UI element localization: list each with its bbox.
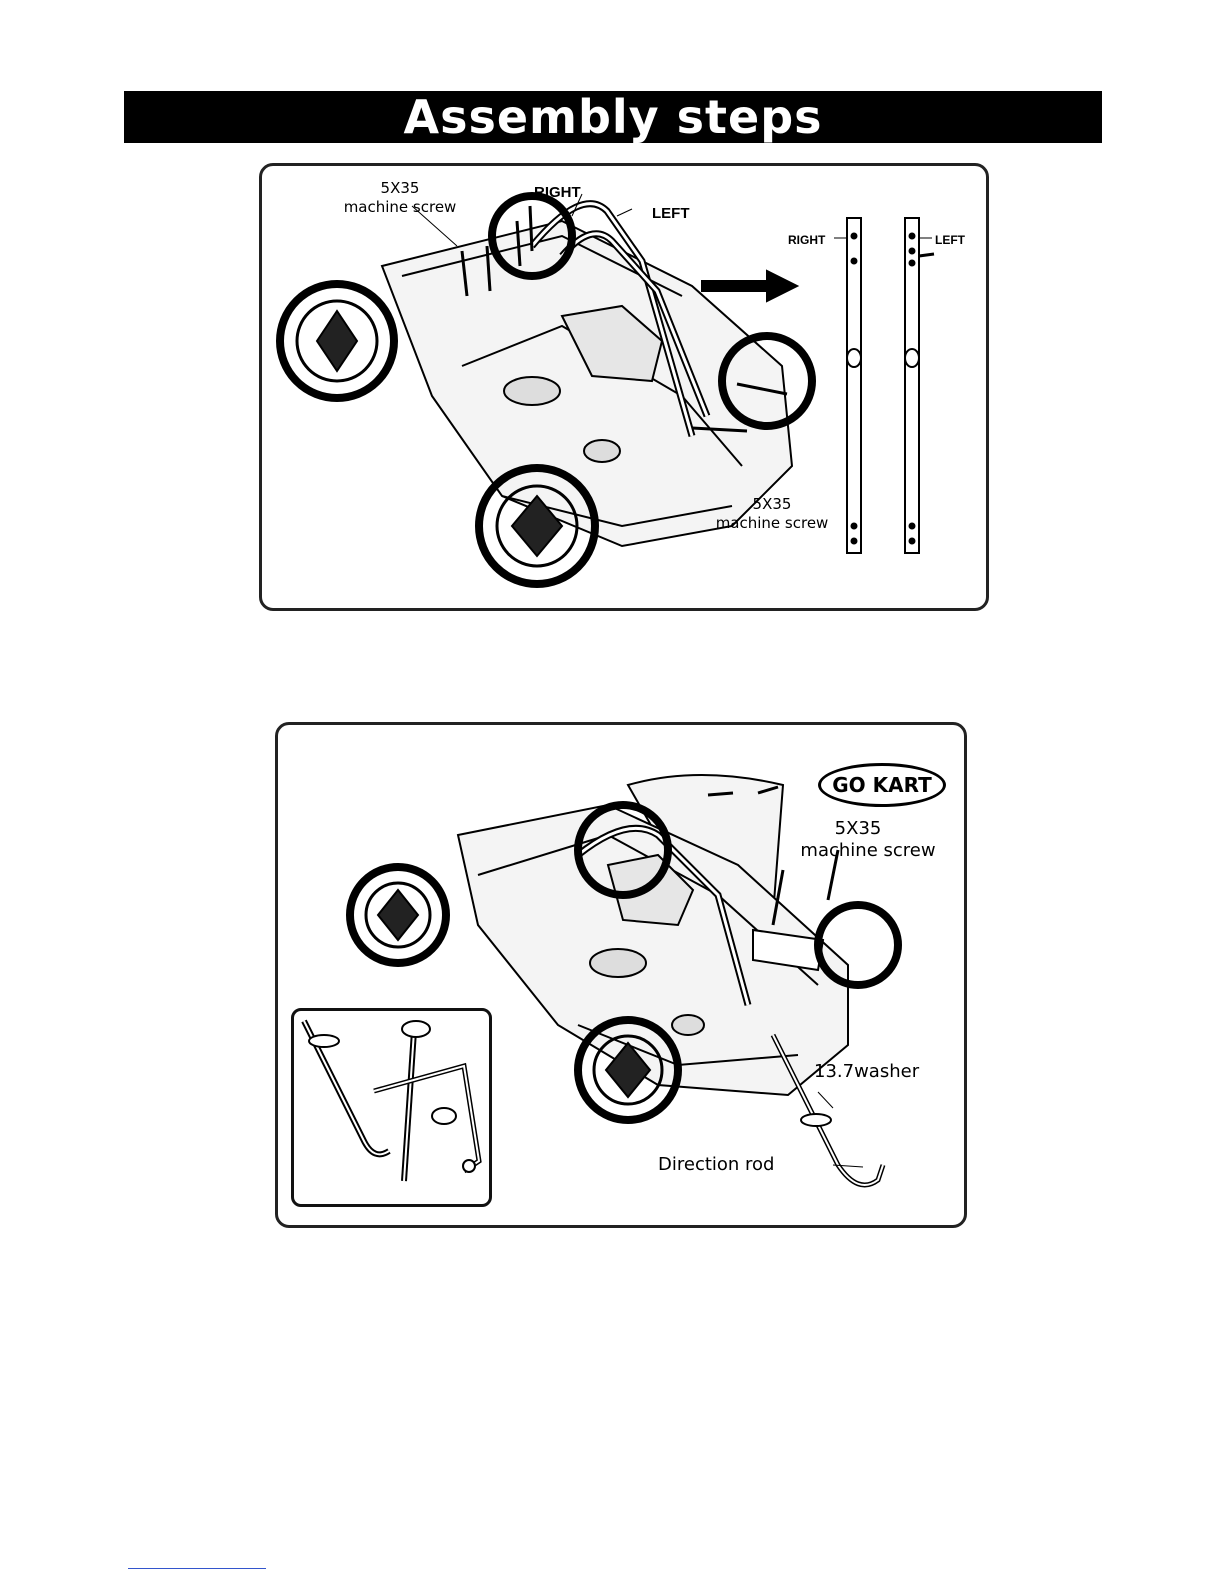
kart-frame-illustration <box>262 166 986 608</box>
frame-left-label: LEFT <box>652 205 690 222</box>
washer-label: 13.7washer <box>814 1062 919 1082</box>
tube-left-label: LEFT <box>935 232 965 249</box>
frame-right-label: RIGHT <box>534 184 581 201</box>
step-1-panel: 5X35 machine screw RIGHT LEFT RIGHT LEFT… <box>259 163 989 611</box>
step-2-panel: GO KART 5X35 machine screw 13.7washer Di… <box>275 722 967 1228</box>
screw-bottom-name: machine screw <box>707 515 837 532</box>
screw-size: 5X35 <box>783 819 933 839</box>
direction-rod-label: Direction rod <box>658 1155 774 1175</box>
tube-right-label: RIGHT <box>788 232 825 249</box>
footer-link-underline <box>128 1568 266 1569</box>
steering-detail-inset <box>291 1008 492 1207</box>
page-title: Assembly steps <box>124 91 1102 143</box>
screw-name: machine screw <box>783 841 953 861</box>
steering-linkage-detail <box>294 1011 489 1204</box>
screw-top-name: machine screw <box>340 199 460 216</box>
screw-bottom-size: 5X35 <box>707 496 837 513</box>
screw-top-size: 5X35 <box>340 180 460 197</box>
go-kart-logo: GO KART <box>818 763 946 807</box>
